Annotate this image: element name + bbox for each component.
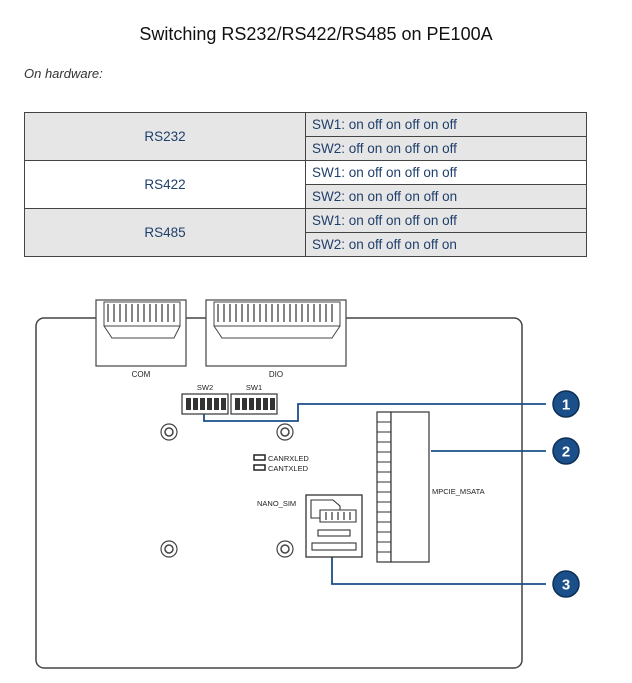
mounting-screw-icon <box>276 540 294 558</box>
sw1-setting-cell: SW1: on off on off on off <box>305 208 587 233</box>
mode-cell-rs485: RS485 <box>24 208 306 257</box>
table-row: SW2: on off off on off on <box>25 232 587 257</box>
dio-connector <box>205 299 347 367</box>
svg-text:2: 2 <box>562 444 570 461</box>
cantx-led-icon <box>253 464 266 471</box>
sw2-dip-switch <box>181 393 229 415</box>
table-row: RS232 SW1: on off on off on off <box>24 112 587 161</box>
sw2-setting-cell: SW2: off on on off on off <box>305 136 587 161</box>
mode-cell-rs422: RS422 <box>24 160 306 209</box>
canrx-led-label: CANRXLED <box>268 454 309 463</box>
callout-badge-1: 1 <box>552 390 580 418</box>
table-row: SW2: off on on off on off <box>25 136 587 161</box>
table-row: RS485 SW1: on off on off on off <box>24 208 587 257</box>
sw2-label: SW2 <box>197 383 213 392</box>
com-connector <box>95 299 187 367</box>
com-label: COM <box>132 370 151 379</box>
sw1-label: SW1 <box>246 383 262 392</box>
svg-text:3: 3 <box>562 577 570 594</box>
switch-settings-table: RS232 SW1: on off on off on off SW2: off… <box>24 112 587 257</box>
callout-badge-2: 2 <box>552 437 580 465</box>
board-diagram: COM DIO SW2 SW1 <box>35 299 580 669</box>
callout-badge-3: 3 <box>552 570 580 598</box>
canrx-led-icon <box>253 454 266 461</box>
sw2-setting-cell: SW2: on on off on off on <box>305 184 587 209</box>
sw1-dip-switch <box>230 393 278 415</box>
nano-sim-slot <box>305 494 363 558</box>
page-title: Switching RS232/RS422/RS485 on PE100A <box>139 24 493 44</box>
nano-sim-label: NANO_SIM <box>257 499 296 508</box>
mounting-screw-icon <box>160 540 178 558</box>
mpcie-label: MPCIE_MSATA <box>432 487 485 496</box>
mounting-screw-icon <box>160 423 178 441</box>
callout-lines <box>203 403 546 585</box>
svg-text:1: 1 <box>562 397 570 414</box>
sw2-setting-cell: SW2: on off off on off on <box>305 232 587 257</box>
dio-label: DIO <box>269 370 283 379</box>
table-row: RS422 SW1: on off on off on off <box>24 160 587 209</box>
section-subheading: On hardware: <box>24 66 103 81</box>
cantx-led-label: CANTXLED <box>268 464 309 473</box>
mode-cell-rs232: RS232 <box>24 112 306 161</box>
sw1-setting-cell: SW1: on off on off on off <box>305 160 587 185</box>
mpcie-msata-slot <box>376 411 430 563</box>
mounting-screw-icon <box>276 423 294 441</box>
sw1-setting-cell: SW1: on off on off on off <box>305 112 587 137</box>
